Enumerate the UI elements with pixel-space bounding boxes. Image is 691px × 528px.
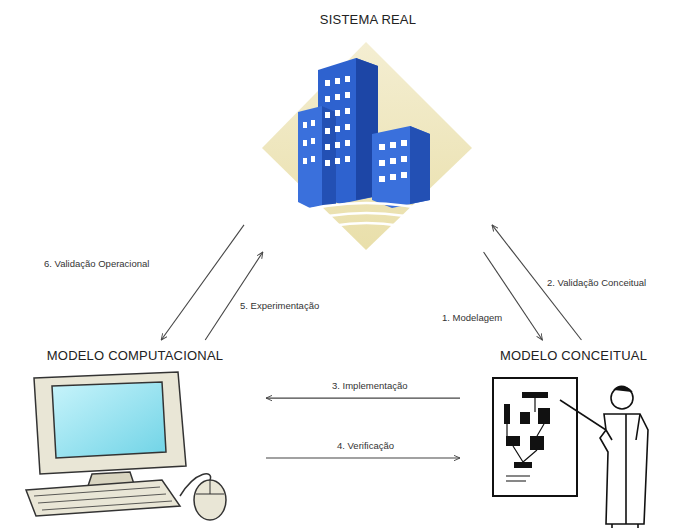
building-illustration [262, 42, 472, 250]
flow-arrow [161, 225, 244, 340]
edge-label: 2. Validação Conceitual [545, 277, 648, 288]
model-node: MODELO CONCEITUAL [460, 340, 687, 525]
model-node: SISTEMA REAL [244, 8, 492, 252]
model-node: MODELO COMPUTACIONAL [4, 340, 266, 525]
edge-label: 3. Implementação [330, 380, 410, 391]
node-title: MODELO CONCEITUAL [460, 348, 687, 363]
flow-arrow [266, 398, 460, 399]
node-title: MODELO COMPUTACIONAL [4, 348, 266, 363]
flow-arrow [484, 252, 543, 340]
computer-illustration [26, 372, 226, 520]
edge-label: 5. Experimentação [238, 300, 321, 311]
node-title: SISTEMA REAL [244, 12, 492, 27]
edge-label: 4. Verificação [335, 440, 396, 451]
scientist-illustration [493, 378, 648, 528]
flow-arrow [205, 252, 263, 340]
edge-label: 6. Validação Operacional [42, 258, 151, 269]
edge-label: 1. Modelagem [440, 312, 504, 323]
flow-arrow [266, 457, 460, 458]
